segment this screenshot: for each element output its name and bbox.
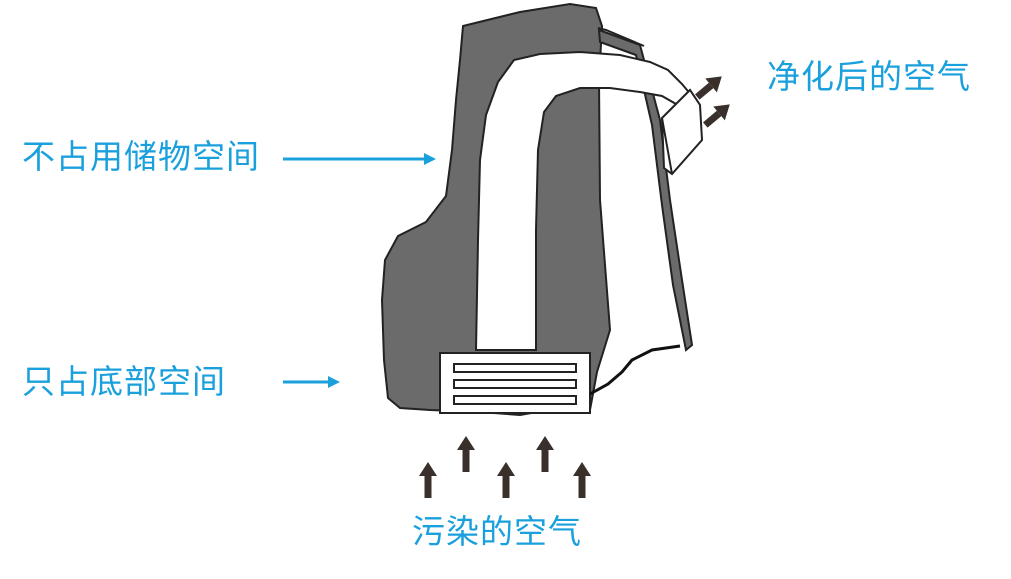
power-cable [589, 344, 681, 396]
outlet-vent [660, 88, 704, 176]
filter-slot-2 [453, 379, 577, 389]
pointer-arrow-storage [283, 153, 436, 165]
up-arrow-icon [419, 436, 591, 498]
label-polluted-air: 污染的空气 [412, 512, 582, 551]
label-purified-air: 净化后的空气 [767, 57, 971, 96]
filter-slot-3 [453, 395, 577, 405]
filter-slot-1 [453, 363, 577, 373]
diagonal-arrow-icon [695, 76, 730, 128]
top-hinge [597, 27, 645, 47]
label-bottom-space-only: 只占底部空间 [22, 362, 226, 401]
label-no-storage-space: 不占用储物空间 [22, 137, 260, 176]
pointer-arrow-bottom [283, 376, 340, 388]
